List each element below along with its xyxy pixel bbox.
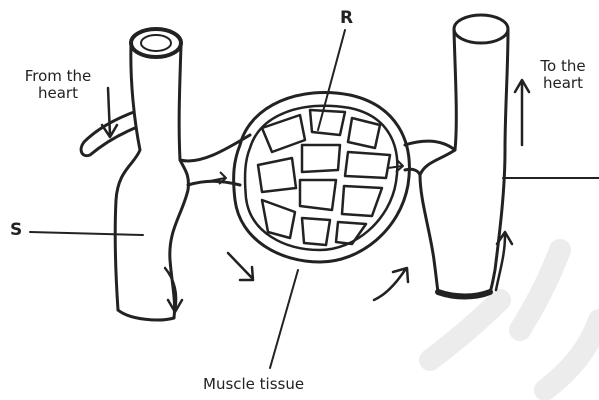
to-heart-label: To the heart <box>530 58 596 92</box>
muscle-pointer-line <box>270 270 298 368</box>
s-pointer-line <box>30 232 143 235</box>
to-heart-line1: To the <box>530 58 596 75</box>
s-label: S <box>10 222 22 239</box>
to-heart-line2: heart <box>530 75 596 92</box>
from-heart-line2: heart <box>10 85 106 102</box>
watermark <box>430 250 599 390</box>
muscle-tissue-label: Muscle tissue <box>203 376 304 393</box>
r-label: R <box>340 10 353 27</box>
from-heart-label: From the heart <box>10 68 106 102</box>
from-heart-line1: From the <box>10 68 106 85</box>
capillary-bed <box>205 92 409 262</box>
venule <box>405 15 508 297</box>
arteriole <box>81 29 250 320</box>
r-pointer-line <box>318 30 345 130</box>
flow-arrows <box>102 80 529 312</box>
